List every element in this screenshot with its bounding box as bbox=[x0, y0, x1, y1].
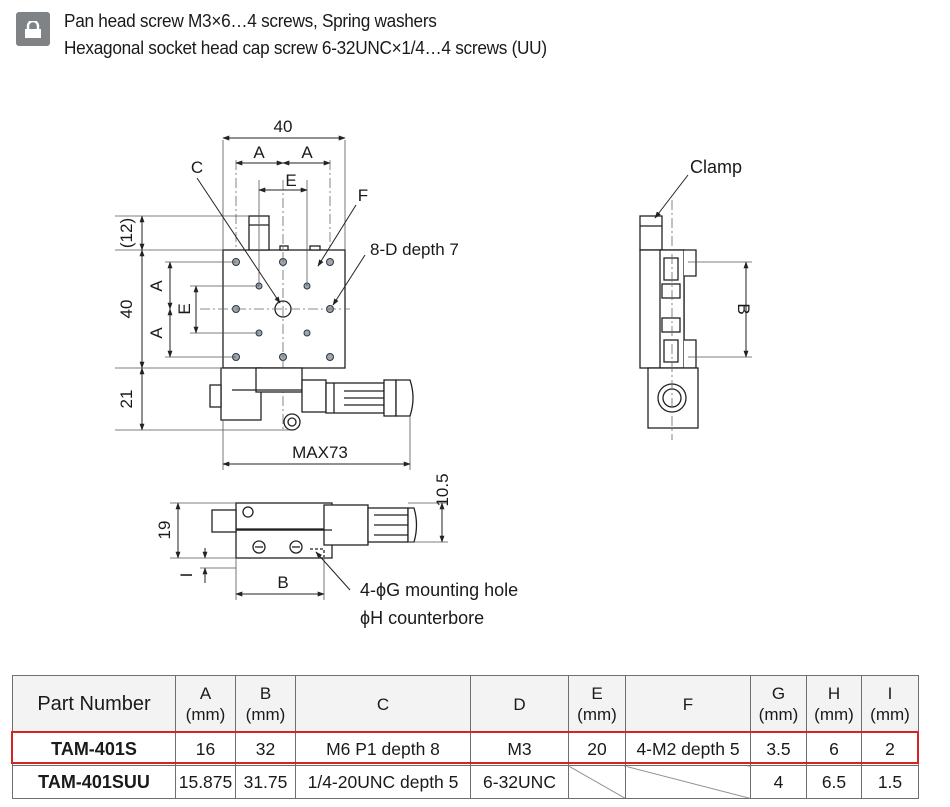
header-d: D bbox=[470, 675, 569, 733]
front-view bbox=[170, 502, 448, 600]
header-f: F bbox=[625, 675, 751, 733]
header-i: I(mm) bbox=[861, 675, 919, 733]
cell-g: 4 bbox=[750, 765, 807, 799]
dim-a-side-top: A bbox=[147, 280, 166, 292]
label-8d-depth: 8-D depth 7 bbox=[370, 240, 459, 259]
cell-d: 6-32UNC bbox=[470, 765, 569, 799]
cell-b: 31.75 bbox=[235, 765, 296, 799]
cell-d: M3 bbox=[470, 732, 569, 766]
label-counterbore: ϕH counterbore bbox=[360, 608, 484, 628]
dim-10-5: 10.5 bbox=[433, 473, 452, 506]
cell-e: 20 bbox=[568, 732, 626, 766]
cell-e-na bbox=[568, 765, 626, 799]
dim-e-top: E bbox=[285, 171, 296, 190]
dim-40-top: 40 bbox=[274, 117, 293, 136]
dim-12: (12) bbox=[117, 218, 136, 248]
dim-a-side-bottom: A bbox=[147, 327, 166, 339]
dim-max73: MAX73 bbox=[292, 443, 348, 462]
cell-i: 2 bbox=[861, 732, 919, 766]
dim-b-right: B bbox=[734, 303, 753, 314]
header-a: A(mm) bbox=[175, 675, 236, 733]
dim-a-top-left: A bbox=[253, 143, 265, 162]
top-view bbox=[115, 135, 414, 470]
micrometer bbox=[209, 367, 414, 431]
cell-i: 1.5 bbox=[861, 765, 919, 799]
spec-table: Part Number A(mm) B(mm) C D E(mm) F G(mm… bbox=[12, 675, 919, 799]
table-row: TAM-401SUU 15.875 31.75 1/4-20UNC depth … bbox=[12, 765, 919, 799]
label-f: F bbox=[358, 186, 368, 205]
header-h: H(mm) bbox=[806, 675, 862, 733]
screw-icon bbox=[16, 12, 50, 46]
label-mounting-hole: 4-ϕG mounting hole bbox=[360, 580, 518, 600]
cell-c: M6 P1 depth 8 bbox=[295, 732, 471, 766]
dim-i: I bbox=[177, 573, 196, 578]
cell-b: 32 bbox=[235, 732, 296, 766]
header-c: C bbox=[295, 675, 471, 733]
header-e: E(mm) bbox=[568, 675, 626, 733]
dim-40-side: 40 bbox=[117, 300, 136, 319]
cell-c: 1/4-20UNC depth 5 bbox=[295, 765, 471, 799]
cell-g: 3.5 bbox=[750, 732, 807, 766]
table-row: TAM-401S 16 32 M6 P1 depth 8 M3 20 4-M2 … bbox=[12, 732, 919, 766]
dim-e-side: E bbox=[175, 303, 194, 314]
cell-h: 6 bbox=[806, 732, 862, 766]
header-line-2: Hexagonal socket head cap screw 6-32UNC×… bbox=[64, 37, 547, 58]
table-header-row: Part Number A(mm) B(mm) C D E(mm) F G(mm… bbox=[12, 675, 919, 733]
cell-h: 6.5 bbox=[806, 765, 862, 799]
dim-19: 19 bbox=[155, 521, 174, 540]
cell-f-na bbox=[625, 765, 751, 799]
cell-a: 15.875 bbox=[175, 765, 236, 799]
cell-a: 16 bbox=[175, 732, 236, 766]
header-b: B(mm) bbox=[235, 675, 296, 733]
header-line-1: Pan head screw M3×6…4 screws, Spring was… bbox=[64, 10, 437, 31]
header: Pan head screw M3×6…4 screws, Spring was… bbox=[12, 10, 942, 70]
header-part-number: Part Number bbox=[12, 675, 176, 733]
label-clamp: Clamp bbox=[690, 157, 742, 177]
dim-a-top-right: A bbox=[301, 143, 313, 162]
dim-b-bottom: B bbox=[277, 573, 288, 592]
cell-part-number: TAM-401S bbox=[12, 732, 176, 766]
cell-part-number: TAM-401SUU bbox=[12, 765, 176, 799]
label-c: C bbox=[191, 158, 203, 177]
dim-21: 21 bbox=[117, 390, 136, 409]
side-view bbox=[639, 174, 752, 440]
header-g: G(mm) bbox=[750, 675, 807, 733]
technical-drawing: 40 A A E C F 8-D depth 7 (12) 40 A A E 2… bbox=[115, 117, 753, 628]
cell-f: 4-M2 depth 5 bbox=[625, 732, 751, 766]
